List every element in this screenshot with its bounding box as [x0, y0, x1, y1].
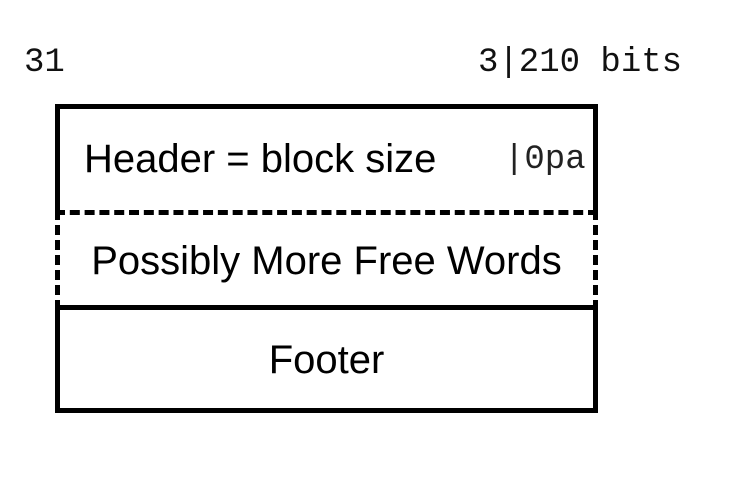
header-block: Header = block size |0pa [55, 104, 598, 210]
free-words-label: Possibly More Free Words [60, 241, 593, 281]
header-label: Header = block size [84, 137, 437, 181]
bit-label-3-210: 3|210 bits [478, 44, 683, 82]
footer-block: Footer [55, 305, 598, 413]
header-allocation-bits: |0pa [504, 143, 586, 177]
bit-label-31: 31 [24, 44, 65, 82]
footer-label: Footer [268, 338, 385, 382]
free-words-block: Possibly More Free Words [55, 210, 598, 310]
